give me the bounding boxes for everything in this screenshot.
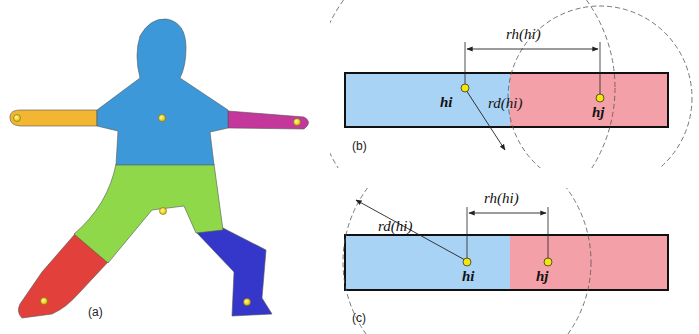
point-label: hj bbox=[536, 268, 549, 285]
human-figure bbox=[10, 19, 309, 318]
point-label: hj bbox=[592, 104, 605, 121]
radius-label: rd(hi) bbox=[378, 218, 412, 235]
panel-c bbox=[343, 138, 668, 334]
radius-label: rh(hi) bbox=[506, 26, 541, 43]
radius-label: rd(hi) bbox=[488, 95, 522, 112]
radius-label: rh(hi) bbox=[484, 190, 519, 207]
panel-tag: (c) bbox=[352, 312, 366, 325]
panel-tag: (a) bbox=[88, 306, 103, 319]
panel-tag: (b) bbox=[352, 140, 367, 153]
panel-b bbox=[315, 0, 692, 238]
point-label: hi bbox=[440, 94, 453, 111]
point-label: hi bbox=[462, 268, 475, 285]
